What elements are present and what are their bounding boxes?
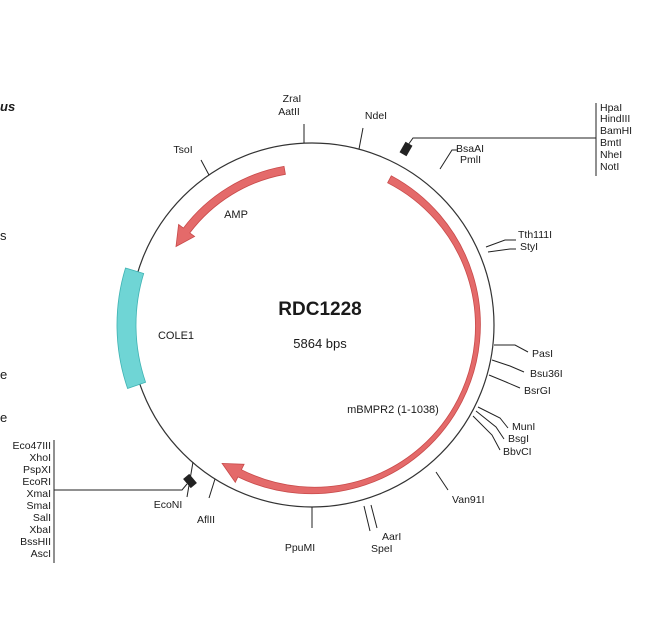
cole1-feature-band (116, 267, 147, 390)
bbvci-tick (472, 415, 501, 451)
spei-tick (363, 505, 371, 532)
site-van91i: Van91I (452, 494, 485, 506)
site-ppumi: PpuMI (285, 542, 315, 554)
mcs-left-item: XbaI (29, 524, 51, 536)
mcs-left-marker (183, 473, 197, 489)
plasmid-name: RDC1228 (278, 299, 361, 320)
site-aatii: AatII (278, 106, 300, 118)
muni-tick (477, 406, 509, 429)
bsaai-pmli-tick (439, 149, 458, 170)
mcs-right-item: HpaI (600, 102, 622, 114)
mcs-right-item: NheI (600, 149, 622, 161)
mcs-right-leader (407, 137, 596, 146)
site-spei: SpeI (371, 543, 393, 555)
cole1-label: COLE1 (158, 330, 194, 342)
van91i-tick (435, 471, 449, 491)
mcs-right-item: BamHI (600, 125, 632, 137)
mcs-right-item: BmtI (600, 137, 622, 149)
tsoi-tick (200, 159, 210, 176)
mcs-left-item: XhoI (29, 452, 51, 464)
site-bsu36i: Bsu36I (530, 368, 563, 380)
mcs-right-list: HpaI HindIII BamHI BmtI NheI NotI (600, 102, 632, 173)
mcs-left-item: BssHII (20, 536, 51, 548)
mcs-left-item: SmaI (26, 500, 51, 512)
mbmpr2-feature-arrow (221, 175, 481, 495)
site-ndei: NdeI (365, 110, 387, 122)
aari-tick (370, 504, 378, 529)
site-bsgi: BsgI (508, 433, 529, 445)
site-styi: StyI (520, 241, 538, 253)
pasi-tick (494, 344, 529, 353)
site-bsaai: BsaAI (456, 143, 484, 155)
tth111i-styi-tick (487, 248, 516, 253)
edge-text-3: e (0, 367, 7, 382)
site-econi: EcoNI (154, 499, 183, 511)
bsgi-tick (475, 410, 505, 440)
mcs-left-item: SalI (33, 512, 51, 524)
site-bsrgi: BsrGI (524, 385, 551, 397)
bsrgi-tick (488, 374, 521, 389)
amp-feature-arrow (175, 165, 286, 248)
plasmid-backbone (129, 142, 495, 508)
amp-label: AMP (224, 209, 248, 221)
afiii-tick (208, 478, 216, 499)
site-muni: MunI (512, 421, 535, 433)
site-pmli: PmlI (460, 154, 481, 166)
mcs-left-list: Eco47III XhoI PspXI EcoRI XmaI SmaI SalI… (12, 440, 51, 560)
site-tsoi: TsoI (173, 144, 192, 156)
mbmpr2-label: mBMPR2 (1-1038) (347, 404, 439, 416)
mcs-left-item: EcoRI (22, 476, 51, 488)
site-pasi: PasI (532, 348, 553, 360)
mcs-left-item: XmaI (26, 488, 51, 500)
plasmid-size: 5864 bps (293, 336, 347, 351)
mcs-right-item: NotI (600, 161, 619, 173)
mcs-left-item: AscI (31, 548, 51, 560)
mcs-left-leader (54, 483, 188, 491)
ndei-tick (358, 127, 364, 150)
bsu36i-tick (491, 359, 525, 373)
site-tth111i: Tth111I (518, 229, 552, 241)
edge-text-1: us (0, 99, 15, 114)
site-aari: AarI (382, 531, 401, 543)
tth111i-styi-tick (485, 239, 516, 248)
site-afiii: AflII (197, 514, 215, 526)
site-bbvci: BbvCI (503, 446, 532, 458)
mcs-right-item: HindIII (600, 113, 630, 125)
mcs-left-item: Eco47III (12, 440, 51, 452)
mcs-right-marker (399, 141, 413, 157)
edge-text-4: e (0, 410, 7, 425)
edge-text-2: s (0, 228, 7, 243)
site-zrai: ZraI (283, 93, 302, 105)
mcs-left-item: PspXI (23, 464, 51, 476)
